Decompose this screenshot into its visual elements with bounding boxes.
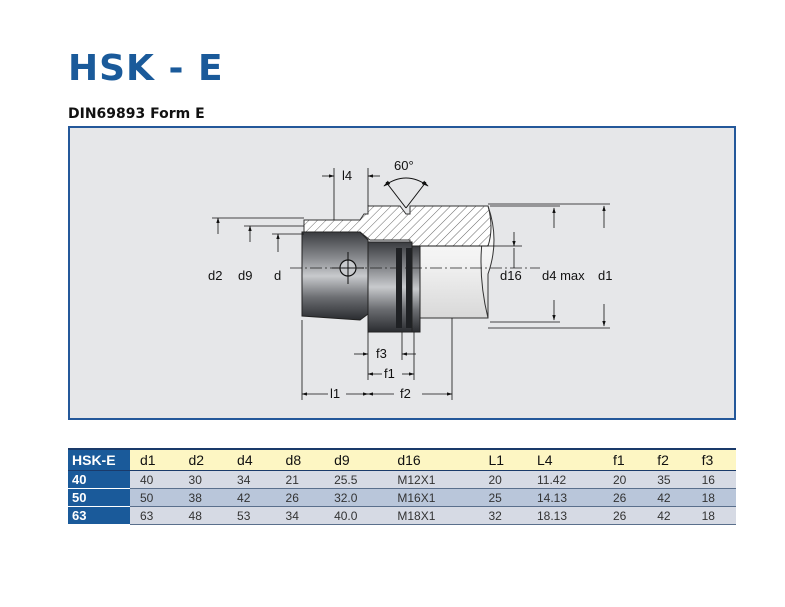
table-cell: 40.0 (324, 506, 388, 525)
page-subtitle: DIN69893 Form E (68, 106, 205, 122)
table-cell: M16X1 (387, 488, 479, 507)
table-cell: 42 (647, 488, 692, 507)
d16-label: d16 (500, 268, 522, 283)
dim-l4: l4 (322, 168, 380, 220)
table-cell: 34 (275, 506, 325, 525)
table-cell: 42 (227, 488, 276, 507)
d-label: d (274, 268, 281, 283)
table-cell: 20 (478, 470, 527, 489)
table-row: 63 63 48 53 34 40.0 M18X1 32 18.13 26 42… (68, 506, 736, 525)
table-cell: 26 (275, 488, 325, 507)
f1-label: f1 (384, 366, 395, 381)
column-header: f3 (691, 449, 736, 471)
table-cell: 42 (647, 506, 692, 525)
table-cell: 18.13 (526, 506, 603, 525)
column-header: f1 (602, 449, 648, 471)
taper-body (301, 231, 421, 333)
table-cell: 40 (130, 470, 179, 489)
page-title: HSK - E (68, 48, 224, 89)
dim-d1: d1 (488, 203, 612, 329)
column-header: L4 (526, 449, 603, 471)
dim-l1-f2: l1 f2 (301, 318, 453, 401)
dim-d4max: d4 max (490, 205, 585, 323)
table-cell: 20 (602, 470, 648, 489)
table-cell: M12X1 (387, 470, 479, 489)
dim-d: d (272, 233, 304, 283)
table-cell: 48 (178, 506, 228, 525)
d9-label: d9 (238, 268, 252, 283)
technical-drawing: 60° l4 d2 d9 d (68, 126, 736, 420)
angle-marker: 60° (383, 158, 429, 209)
dim-d2: d2 (208, 217, 304, 283)
table-cell: 11.42 (526, 470, 603, 489)
column-header: L1 (478, 449, 527, 471)
specification-table: HSK-E d1 d2 d4 d8 d9 d16 L1 L4 f1 f2 f3 … (68, 448, 736, 525)
row-size: 40 (68, 470, 130, 489)
column-header: d4 (227, 449, 276, 471)
l4-label: l4 (342, 168, 352, 183)
table-cell: 26 (602, 506, 648, 525)
f3-label: f3 (376, 346, 387, 361)
row-size: 63 (68, 506, 130, 525)
d4max-label: d4 max (542, 268, 585, 283)
dim-d9: d9 (238, 225, 304, 283)
table-row: 40 40 30 34 21 25.5 M12X1 20 11.42 20 35… (68, 470, 736, 489)
d2-label: d2 (208, 268, 222, 283)
f2-label: f2 (400, 386, 411, 401)
column-header: d16 (387, 449, 479, 471)
angle-label: 60° (394, 158, 414, 173)
column-header: f2 (647, 449, 692, 471)
dim-f3: f3 (354, 332, 416, 361)
table-cell: 30 (178, 470, 228, 489)
hatched-section (303, 205, 492, 247)
table-cell: 25.5 (324, 470, 388, 489)
table-cell: 14.13 (526, 488, 603, 507)
table-cell: 16 (691, 470, 736, 489)
table-row: 50 50 38 42 26 32.0 M16X1 25 14.13 26 42… (68, 488, 736, 507)
column-header: d8 (275, 449, 325, 471)
table-cell: 53 (227, 506, 276, 525)
table-cell: 18 (691, 506, 736, 525)
table-cell: 38 (178, 488, 228, 507)
table-cell: 32.0 (324, 488, 388, 507)
dim-d16: d16 (420, 232, 522, 283)
column-header: HSK-E (68, 449, 130, 471)
table-cell: 25 (478, 488, 527, 507)
d1-label: d1 (598, 268, 612, 283)
column-header: d9 (324, 449, 388, 471)
table-cell: 34 (227, 470, 276, 489)
table-cell: 26 (602, 488, 648, 507)
table-cell: 63 (130, 506, 179, 525)
table-cell: 50 (130, 488, 179, 507)
l1-label: l1 (330, 386, 340, 401)
table-header-row: HSK-E d1 d2 d4 d8 d9 d16 L1 L4 f1 f2 f3 (68, 449, 736, 471)
dim-f1: f1 (367, 332, 415, 381)
column-header: d1 (130, 449, 179, 471)
row-size: 50 (68, 488, 130, 507)
table-cell: 32 (478, 506, 527, 525)
table-cell: 35 (647, 470, 692, 489)
column-header: d2 (178, 449, 228, 471)
table-cell: 18 (691, 488, 736, 507)
table-cell: M18X1 (387, 506, 479, 525)
table-cell: 21 (275, 470, 325, 489)
